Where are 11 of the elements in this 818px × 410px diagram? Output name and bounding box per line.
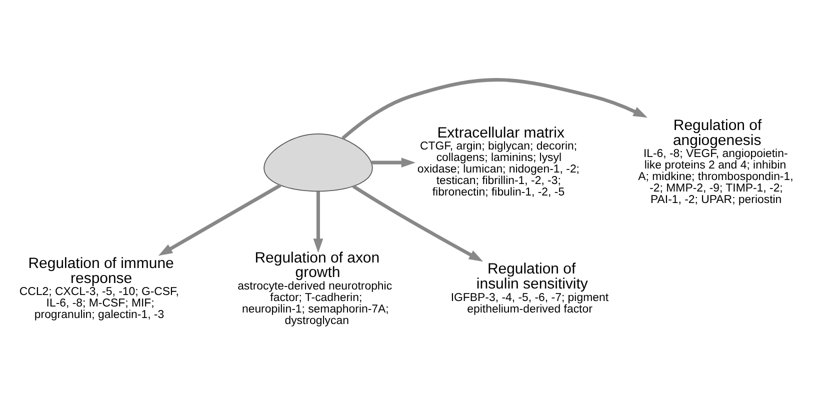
arrow: [352, 184, 484, 262]
arrow: [158, 184, 282, 256]
node-text: Regulation of axon growth astrocyte-derived neurotrophic factor; T-cadherin; neuropilin-1; semaphorin-7A; dystroglycan: [238, 249, 392, 327]
arrow: [313, 191, 324, 253]
node-text: Regulation of immune response CCL2; CXCL-3, -5, -10; G-CSF, IL-6, -8; M-CSF; MIF; progranulin; galectin-1, -3: [19, 254, 179, 322]
node-text: Regulation of angiogenesis IL-6, -8; VEGF, angiopoietin-like proteins 2 and 4; inhibin A; midkine; thrombospondin-1, -2; MMP-2, -9; TIMP-1, -2; PAI-1, -2; UPAR; periostin: [638, 117, 794, 206]
node-picture: [264, 133, 373, 192]
arrow: [342, 78, 648, 140]
node-text: Regulation of insulin sensitivity IGFBP-3, -4, -5, -6, -7; pigment epithelium-derived factor: [450, 260, 609, 316]
arrow: [372, 158, 416, 168]
node-text: Extracellular matrix CTGF, argin; biglycan; decorin; collagens; laminins; lysyl oxidase; lumican; nidogen-1, -2; testican; fibrillin-1, -2, -3; fibronectin; fibulin-1, -2, -5: [417, 124, 580, 199]
